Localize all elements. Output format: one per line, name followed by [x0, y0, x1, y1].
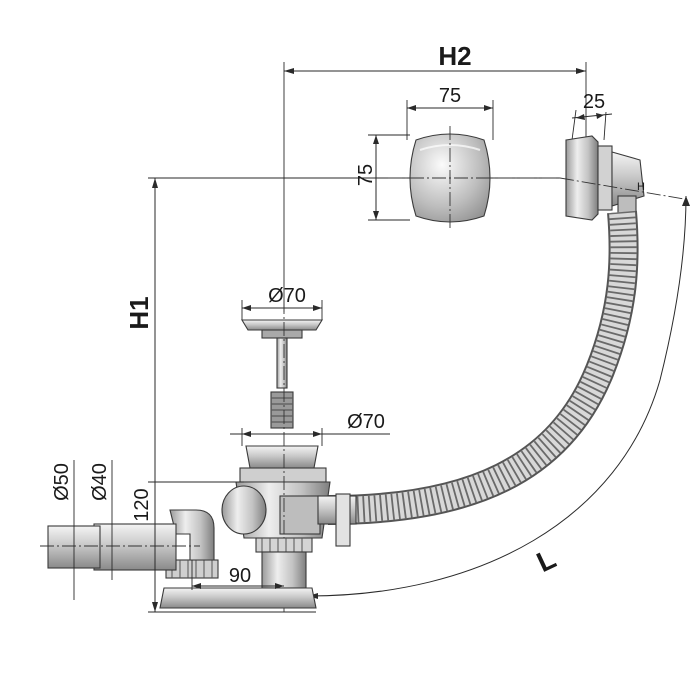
overflow-cover-front-view: 75 75 — [355, 85, 560, 230]
plug-diameter-label: Ø70 — [268, 285, 306, 307]
overflow-height-label: 75 — [355, 164, 377, 186]
overflow-side-view: 25 H — [559, 91, 691, 221]
overflow-marker: H — [637, 181, 645, 193]
trap-dimensions: 120 90 — [131, 481, 316, 613]
outlet-d50-label: Ø50 — [51, 463, 73, 501]
outlet-dimensions: Ø50 Ø40 — [51, 460, 113, 600]
h2-dimension: H2 — [283, 41, 587, 312]
h1-dimension: H1 — [124, 177, 560, 612]
h1-label: H1 — [124, 296, 154, 329]
drain-body: Ø70 — [221, 300, 390, 612]
trap-height-label: 120 — [131, 488, 153, 521]
length-label: L — [532, 543, 561, 578]
flexible-hose — [327, 210, 639, 525]
overflow-depth-label: 25 — [583, 91, 605, 113]
overflow-width-label: 75 — [439, 85, 461, 107]
trap-offset-label: 90 — [229, 565, 251, 587]
drain-diameter-label: Ø70 — [347, 411, 385, 433]
h2-label: H2 — [438, 41, 471, 71]
outlet-d40-label: Ø40 — [89, 463, 111, 501]
plug-assembly: Ø70 — [241, 285, 323, 429]
